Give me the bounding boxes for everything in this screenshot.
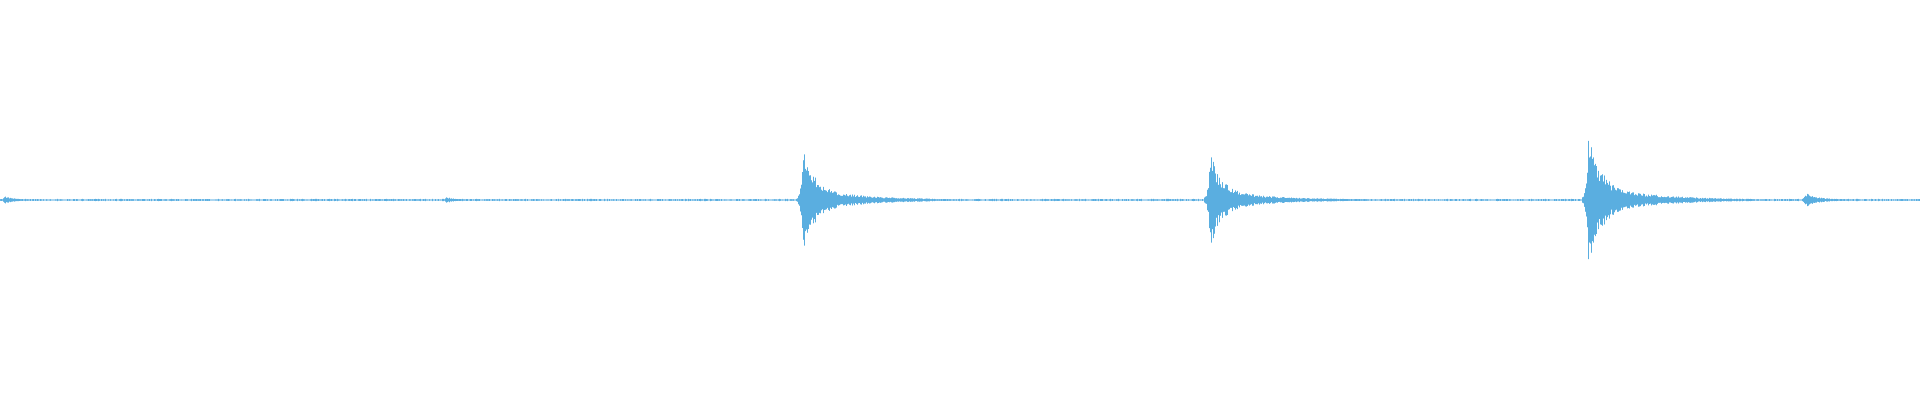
waveform-bars [0, 140, 1920, 260]
